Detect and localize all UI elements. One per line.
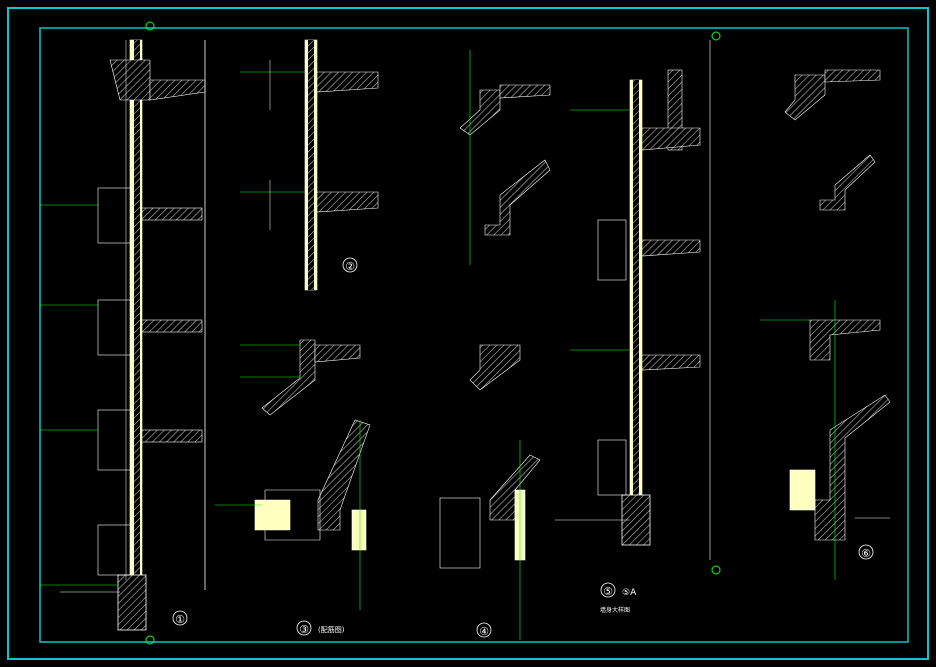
detail-5-subtitle: ⑤A — [622, 588, 637, 598]
detail-2: ② — [240, 39, 379, 291]
axis-marker-top-right — [711, 31, 721, 41]
detail-6-number: ⑥ — [861, 547, 871, 560]
axis-marker-bottom — [145, 635, 155, 645]
detail-1: ① — [40, 39, 206, 631]
detail-6: ⑥ — [760, 69, 891, 580]
drawing-border — [7, 7, 929, 660]
detail-5-note: 墙身大样图 — [600, 606, 630, 614]
axis-marker-top — [145, 21, 155, 31]
detail-5: ⑤ ⑤A 墙身大样图 — [570, 40, 711, 614]
detail-2-number: ② — [345, 260, 355, 273]
axis-marker-bottom-right — [711, 565, 721, 575]
detail-1-number: ① — [175, 613, 185, 626]
detail-3-number: ③ — [299, 623, 309, 636]
detail-4-number: ④ — [479, 625, 489, 638]
detail-4: ④ — [439, 50, 551, 640]
detail-3-subtitle: (配筋图) — [318, 625, 345, 634]
inner-border — [39, 27, 909, 643]
detail-5-number: ⑤ — [603, 585, 613, 598]
detail-3: ③ (配筋图) — [215, 339, 371, 636]
